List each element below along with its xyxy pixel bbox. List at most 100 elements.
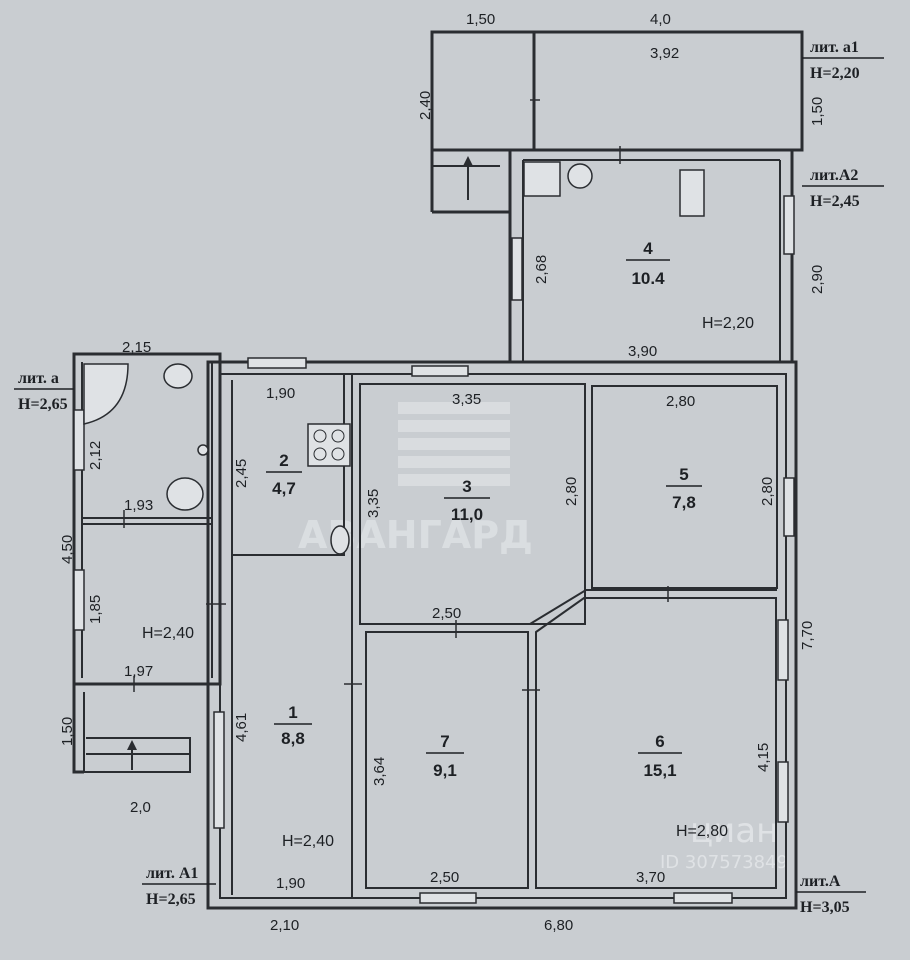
dimension-label: 3,35 bbox=[452, 391, 481, 408]
dimension-label: 2,50 bbox=[430, 869, 459, 886]
svg-text:4: 4 bbox=[643, 239, 653, 258]
dimension-label: 2,90 bbox=[809, 265, 826, 294]
litera-A2-label: лит.А2 H=2,45 bbox=[802, 167, 884, 210]
height-label-room4: H=2,20 bbox=[702, 315, 754, 332]
window bbox=[73, 569, 85, 631]
windows bbox=[73, 195, 795, 904]
sink-icon bbox=[163, 363, 193, 389]
dimension-label: 2,80 bbox=[759, 477, 776, 506]
room-label-4: 4 10.4 bbox=[626, 239, 670, 288]
dimension-label: 2,12 bbox=[87, 441, 104, 470]
svg-text:4,7: 4,7 bbox=[272, 479, 296, 498]
main-house-outline bbox=[206, 360, 798, 910]
dimension-label: 2,10 bbox=[270, 917, 299, 934]
svg-text:H=2,65: H=2,65 bbox=[18, 396, 68, 413]
svg-text:3: 3 bbox=[462, 477, 471, 496]
watermark-portal: циан bbox=[690, 811, 778, 851]
svg-text:H=2,20: H=2,20 bbox=[810, 65, 860, 82]
shower-cabin-icon bbox=[83, 363, 129, 425]
door-marks bbox=[123, 99, 669, 692]
boiler-icon bbox=[679, 169, 705, 217]
window bbox=[73, 409, 85, 471]
svg-text:7: 7 bbox=[440, 732, 449, 751]
dimension-label: 3,70 bbox=[636, 869, 665, 886]
entrance-arrow-icon bbox=[127, 740, 137, 750]
window bbox=[783, 477, 795, 537]
dimension-label: 1,85 bbox=[87, 595, 104, 624]
entrance-arrow-icon bbox=[463, 156, 473, 166]
washbasin-icon bbox=[330, 525, 350, 555]
window bbox=[777, 761, 789, 823]
dimension-label: 7,70 bbox=[799, 621, 816, 650]
litera-A-label: лит.А H=3,05 bbox=[796, 873, 866, 916]
watermark-building-logo bbox=[398, 402, 510, 486]
dimension-label: 3,90 bbox=[628, 343, 657, 360]
svg-text:6: 6 bbox=[655, 732, 664, 751]
annex-a1-outline bbox=[430, 30, 804, 152]
walls bbox=[72, 30, 804, 910]
litera-a1-label: лит. а1 H=2,20 bbox=[802, 39, 884, 82]
dimension-label: 2,40 bbox=[417, 91, 434, 120]
stairs bbox=[86, 156, 500, 770]
svg-text:H=3,05: H=3,05 bbox=[800, 899, 850, 916]
dimension-label: 1,90 bbox=[276, 875, 305, 892]
dimension-label: 3,64 bbox=[371, 757, 388, 786]
room-label-3: 3 11,0 bbox=[444, 477, 490, 524]
svg-text:10.4: 10.4 bbox=[631, 269, 665, 288]
watermark-listing-id: ID 307573849 bbox=[660, 852, 788, 873]
dimension-label: 2,68 bbox=[533, 255, 550, 284]
drain-icon bbox=[197, 444, 209, 456]
dimension-label: 4,50 bbox=[59, 535, 76, 564]
svg-text:9,1: 9,1 bbox=[433, 761, 457, 780]
window bbox=[783, 195, 795, 255]
stove-icon bbox=[523, 161, 561, 197]
window bbox=[777, 619, 789, 681]
height-label-room1: H=2,40 bbox=[282, 833, 334, 850]
dimension-label: 4,61 bbox=[233, 713, 250, 742]
window bbox=[411, 365, 469, 377]
room-label-1: 1 8,8 bbox=[274, 703, 312, 748]
dimension-label: 1,93 bbox=[124, 497, 153, 514]
svg-text:лит.А: лит.А bbox=[800, 873, 841, 890]
window bbox=[213, 711, 225, 829]
svg-text:1: 1 bbox=[288, 703, 297, 722]
svg-text:7,8: 7,8 bbox=[672, 493, 696, 512]
room-label-7: 7 9,1 bbox=[426, 732, 464, 780]
svg-text:H=2,45: H=2,45 bbox=[810, 193, 860, 210]
dimensions: 1,50 4,0 3,92 3,90 2,15 1,93 1,97 2,0 1,… bbox=[59, 11, 826, 934]
window bbox=[511, 237, 523, 301]
svg-text:лит. А1: лит. А1 bbox=[146, 865, 198, 882]
dimension-label: 2,80 bbox=[666, 393, 695, 410]
svg-text:лит. а1: лит. а1 bbox=[810, 39, 859, 56]
toilet-icon bbox=[166, 477, 204, 511]
svg-text:11,0: 11,0 bbox=[451, 505, 483, 524]
dimension-label: 4,15 bbox=[755, 743, 772, 772]
dimension-label: 3,35 bbox=[365, 489, 382, 518]
sink-icon bbox=[567, 163, 593, 189]
dimension-label: 1,97 bbox=[124, 663, 153, 680]
room-label-5: 5 7,8 bbox=[666, 465, 702, 512]
height-label-room6: H=2,80 bbox=[676, 823, 728, 840]
dimension-label: 3,92 bbox=[650, 45, 679, 62]
svg-text:H=2,65: H=2,65 bbox=[146, 891, 196, 908]
dimension-label: 2,0 bbox=[130, 799, 151, 816]
stove-icon bbox=[307, 423, 351, 467]
room-label-6: 6 15,1 bbox=[638, 732, 682, 780]
svg-text:5: 5 bbox=[679, 465, 688, 484]
dimension-label: 4,0 bbox=[650, 11, 671, 28]
svg-text:лит.А2: лит.А2 bbox=[810, 167, 858, 184]
fixtures bbox=[83, 161, 705, 555]
svg-text:2: 2 bbox=[279, 451, 288, 470]
dimension-label: 1,90 bbox=[266, 385, 295, 402]
dimension-label: 1,50 bbox=[466, 11, 495, 28]
window bbox=[247, 357, 307, 369]
window bbox=[673, 892, 733, 904]
svg-text:15,1: 15,1 bbox=[643, 761, 676, 780]
svg-text:8,8: 8,8 bbox=[281, 729, 305, 748]
window bbox=[419, 892, 477, 904]
dimension-label: 1,50 bbox=[809, 97, 826, 126]
dimension-label: 2,45 bbox=[233, 459, 250, 488]
dimension-label: 1,50 bbox=[59, 717, 76, 746]
dimension-label: 6,80 bbox=[544, 917, 573, 934]
